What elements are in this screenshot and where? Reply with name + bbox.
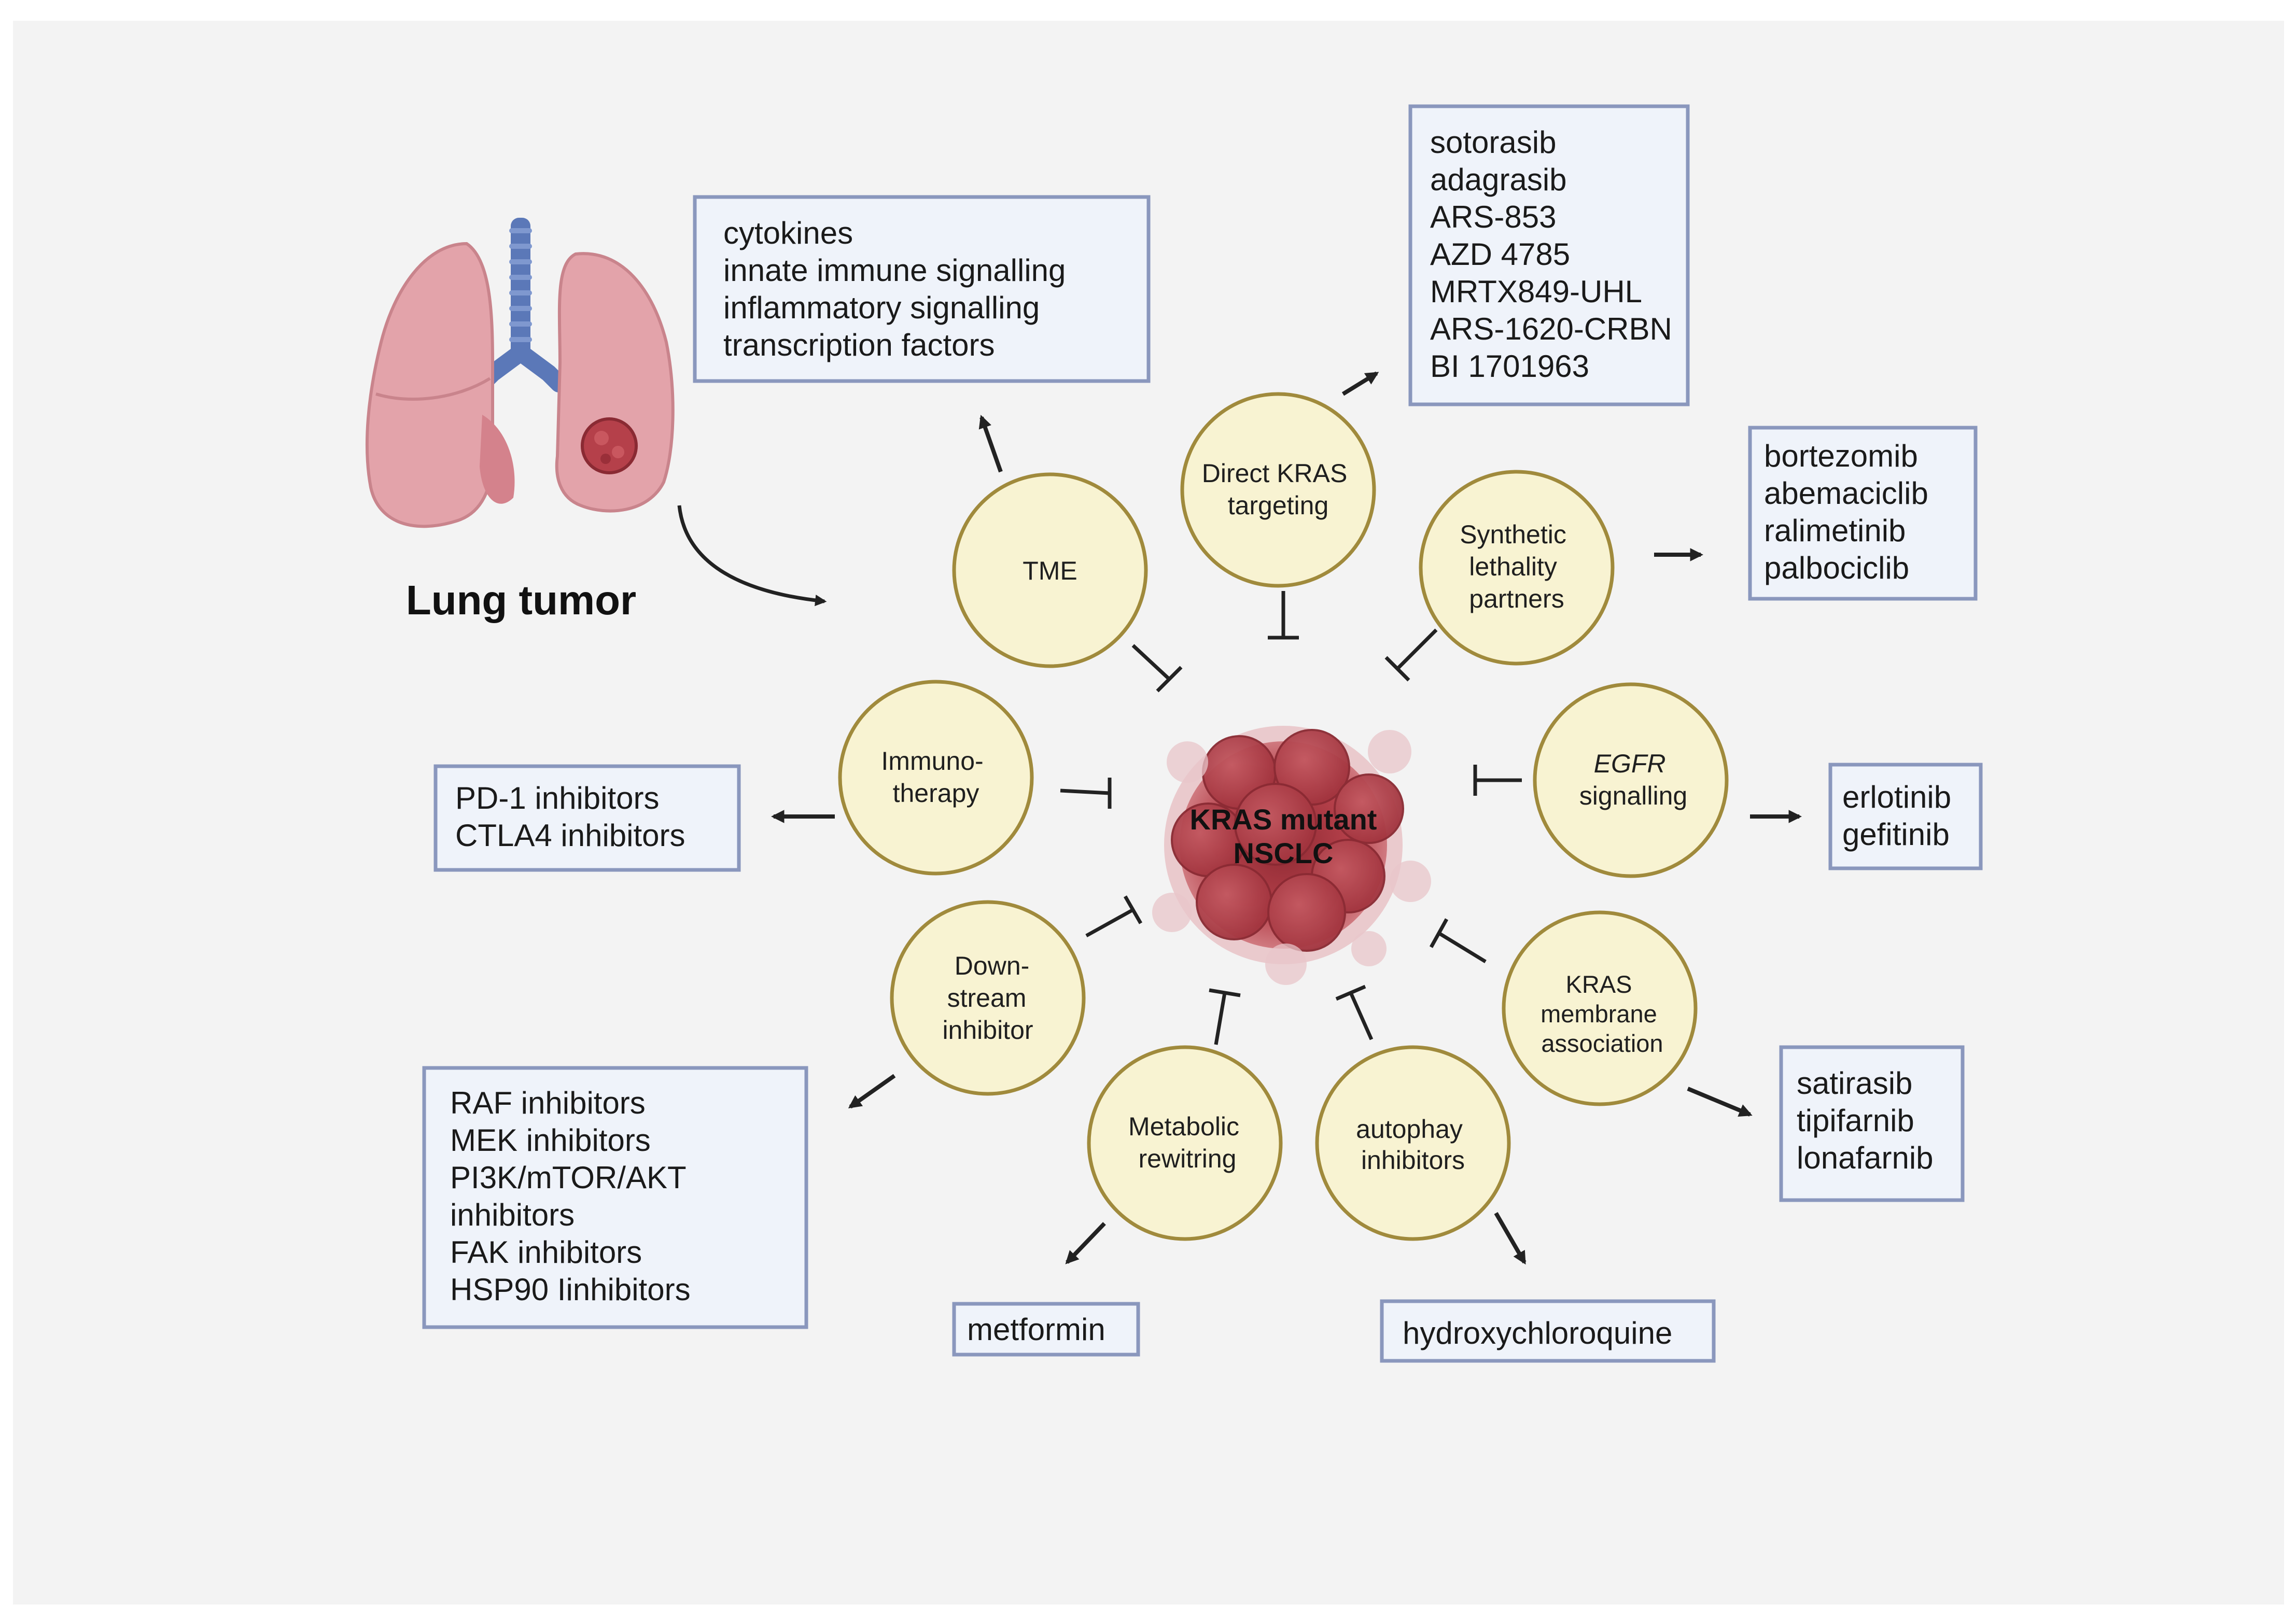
downstream-item-1: RAF inhibitors	[450, 1086, 646, 1120]
synthetic-label-3: partners	[1469, 584, 1564, 613]
autophagy-label-2: inhibitors	[1361, 1146, 1465, 1175]
lung-tumor-title: Lung tumor	[406, 577, 636, 623]
left-lung	[365, 242, 494, 528]
downstream-item-4: inhibitors	[450, 1198, 575, 1232]
circle-downstream: Down- stream inhibitor	[890, 900, 1086, 1096]
box-immuno: PD-1 inhibitors CTLA4 inhibitors	[433, 764, 741, 872]
egfr-label-1: EGFR	[1594, 749, 1666, 778]
tme-item-4: transcription factors	[723, 328, 995, 362]
autophagy-item-1: hydroxychloroquine	[1403, 1316, 1672, 1350]
synthetic-item-2: abemaciclib	[1764, 476, 1928, 511]
tme-label-1: TME	[1023, 556, 1077, 585]
svg-text:Direct KRAS targeting: Direct KRAS targeting	[1202, 459, 1355, 520]
egfr-item-2: gefitinib	[1842, 817, 1950, 852]
downstream-item-3: PI3K/mTOR/AKT	[450, 1160, 686, 1195]
svg-text:bortezomib abemaciclib: bortezomib abemaciclib ralimetinib palbo…	[1764, 439, 1937, 585]
direct-item-2: adagrasib	[1430, 162, 1567, 197]
trachea	[511, 218, 530, 358]
circle-direct-kras: Direct KRAS targeting	[1180, 392, 1376, 588]
downstream-label-2: stream	[947, 983, 1027, 1012]
center-label-line1: KRAS mutant	[1190, 803, 1377, 836]
svg-text:Immuno- therapy: Immuno- therapy	[881, 747, 990, 808]
box-kras-membrane: satirasib tipifarnib lonafarnib	[1779, 1045, 1965, 1202]
synthetic-label-2: lethality	[1469, 552, 1557, 581]
autophagy-label-1: autophay	[1356, 1115, 1463, 1144]
immuno-label-2: therapy	[893, 779, 979, 808]
downstream-label-3: inhibitor	[942, 1016, 1033, 1045]
box-synthetic: bortezomib abemaciclib ralimetinib palbo…	[1748, 426, 1978, 601]
downstream-item-2: MEK inhibitors	[450, 1123, 651, 1158]
box-downstream: RAF inhibitors MEK inhibitors PI3K/mTOR/…	[422, 1066, 808, 1329]
circle-egfr: EGFR signalling	[1533, 682, 1729, 878]
membrane-item-2: tipifarnib	[1797, 1103, 1914, 1138]
svg-text:PD-1 inhibitors CTLA4 in: PD-1 inhibitors CTLA4 inhibitors	[455, 781, 685, 853]
box-metabolic: metformin	[952, 1302, 1140, 1357]
egfr-item-1: erlotinib	[1842, 780, 1951, 814]
direct-label-2: targeting	[1228, 491, 1329, 520]
metabolic-item-1: metformin	[967, 1312, 1105, 1347]
membrane-label-2: membrane	[1541, 1000, 1657, 1027]
synthetic-item-1: bortezomib	[1764, 439, 1918, 473]
immuno-item-2: CTLA4 inhibitors	[455, 818, 685, 853]
tme-item-2: innate immune signalling	[723, 253, 1066, 288]
membrane-label-3: association	[1541, 1030, 1663, 1057]
direct-item-4: AZD 4785	[1430, 237, 1570, 272]
svg-text:erlotinib gefitinib: erlotinib gefitinib	[1842, 780, 1960, 852]
svg-text:autophay inhibitors: autophay inhibitors	[1356, 1115, 1470, 1175]
membrane-label-1: KRAS	[1565, 970, 1632, 998]
svg-text:sotorasib adagrasib: sotorasib adagrasib ARS-853 AZD 4785 MRT…	[1430, 125, 1681, 384]
immuno-label-1: Immuno-	[881, 747, 983, 776]
metabolic-label-1: Metabolic	[1128, 1112, 1239, 1141]
direct-item-6: ARS-1620-CRBN	[1430, 312, 1672, 346]
synthetic-label-1: Synthetic	[1460, 520, 1566, 549]
lung-to-tumor-arrow	[677, 505, 827, 607]
box-direct-kras: sotorasib adagrasib ARS-853 AZD 4785 MRT…	[1408, 104, 1690, 406]
circle-synthetic-lethality: Synthetic lethality partners	[1419, 470, 1615, 666]
direct-item-7: BI 1701963	[1430, 349, 1589, 384]
lung-tumor-spot	[581, 417, 638, 474]
metabolic-label-2: rewitring	[1139, 1144, 1237, 1173]
downstream-label-1: Down-	[955, 951, 1029, 980]
box-egfr: erlotinib gefitinib	[1828, 763, 1983, 870]
downstream-item-5: FAK inhibitors	[450, 1235, 642, 1270]
membrane-item-1: satirasib	[1797, 1066, 1912, 1101]
direct-item-5: MRTX849-UHL	[1430, 274, 1642, 309]
svg-text:TME: TME	[1023, 556, 1077, 585]
downstream-item-6: HSP90 Iinhibitors	[450, 1272, 691, 1307]
lung-illustration	[365, 218, 675, 528]
direct-item-1: sotorasib	[1430, 125, 1556, 160]
center-label-line2: NSCLC	[1234, 837, 1334, 869]
circle-metabolic: Metabolic rewitring	[1087, 1045, 1283, 1241]
svg-text:satirasib tipifarnib: satirasib tipifarnib lonafarnib	[1797, 1066, 1934, 1175]
svg-text:hydroxychloroquine: hydroxychloroquine	[1403, 1316, 1672, 1350]
egfr-label-2: signalling	[1579, 781, 1687, 810]
circle-kras-membrane: KRAS membrane association	[1502, 910, 1698, 1106]
immuno-item-1: PD-1 inhibitors	[455, 781, 660, 815]
box-tme: cytokines innate immune signalling infla…	[693, 195, 1151, 383]
inhibition-connectors	[1060, 591, 1522, 1045]
circle-autophagy: autophay inhibitors	[1315, 1045, 1511, 1241]
svg-text:Down- stream inhib: Down- stream inhibitor	[942, 951, 1037, 1045]
tme-item-3: inflammatory signalling	[723, 290, 1040, 325]
tme-item-1: cytokines	[723, 216, 853, 250]
svg-text:Synthetic lethality: Synthetic lethality partners	[1460, 520, 1574, 613]
tumor-cluster	[1152, 726, 1431, 985]
svg-text:cytokines innate immune: cytokines innate immune signalling infla…	[723, 216, 1074, 362]
svg-text:metformin: metformin	[967, 1312, 1105, 1347]
membrane-item-3: lonafarnib	[1797, 1141, 1934, 1175]
drug-arrows	[771, 371, 1802, 1265]
box-autophagy: hydroxychloroquine	[1380, 1299, 1716, 1363]
circle-tme: TME	[952, 472, 1148, 668]
synthetic-item-4: palbociclib	[1764, 551, 1909, 585]
direct-label-1: Direct KRAS	[1202, 459, 1348, 488]
synthetic-item-3: ralimetinib	[1764, 513, 1906, 548]
circle-immunotherapy: Immuno- therapy	[838, 680, 1034, 876]
svg-text:Metabolic rewitring: Metabolic rewitring	[1128, 1112, 1247, 1173]
svg-text:KRAS membrane asso: KRAS membrane association	[1541, 970, 1664, 1057]
direct-item-3: ARS-853	[1430, 200, 1556, 234]
svg-text:EGFR signalling: EGFR signalling	[1579, 749, 1687, 810]
svg-text:RAF inhibitors MEK inhib: RAF inhibitors MEK inhibitors PI3K/mTOR/…	[450, 1086, 694, 1307]
